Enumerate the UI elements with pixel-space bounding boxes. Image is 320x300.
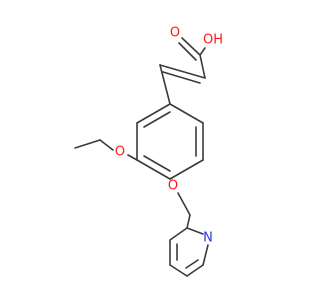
bond-ring-f: [136, 103, 171, 124]
bond-c1-o-double-b: [178, 42, 197, 61]
bond-ch2-ch3: [74, 139, 101, 149]
bond-c2-c3: [159, 64, 206, 79]
carbon-skeleton: [74, 37, 209, 277]
molecule-structure: OH O O O N: [74, 26, 223, 277]
atom-labels: OH O O O N: [115, 26, 223, 246]
bond-py-b: [202, 244, 209, 266]
bond-c1-o-double-a: [181, 37, 201, 56]
bond-ether-o-ch2: [177, 192, 191, 216]
bond-py-d: [169, 264, 188, 277]
bond-c2-c3-double: [162, 71, 201, 84]
pyridine-nitrogen-label: N: [203, 231, 213, 246]
bond-c1-oh: [199, 47, 206, 56]
hydroxyl-label: OH: [203, 33, 223, 48]
bond-c1-c2: [199, 54, 206, 79]
bond-py-f: [169, 227, 188, 241]
bond-c3-ring: [159, 64, 171, 105]
ethoxy-oxygen-label: O: [115, 145, 125, 160]
ether-oxygen-label: O: [168, 179, 178, 194]
bond-py-c-inner: [185, 259, 199, 269]
bond-ring-a: [169, 103, 204, 124]
bond-ring-c: [169, 159, 204, 180]
bond-py-a: [186, 227, 204, 235]
bond-ring-ether-o: [169, 177, 173, 180]
bond-ch2-pyridine: [186, 214, 191, 229]
bond-ethoxy-o-ch2: [99, 139, 114, 151]
bond-ring-d: [136, 159, 171, 180]
bond-py-c: [186, 264, 204, 277]
bond-ring-f-inner: [143, 111, 171, 128]
carbonyl-oxygen-label: O: [170, 26, 180, 41]
bond-ring-ethoxy-o: [127, 154, 138, 161]
bond-ring-d-inner: [143, 155, 171, 172]
